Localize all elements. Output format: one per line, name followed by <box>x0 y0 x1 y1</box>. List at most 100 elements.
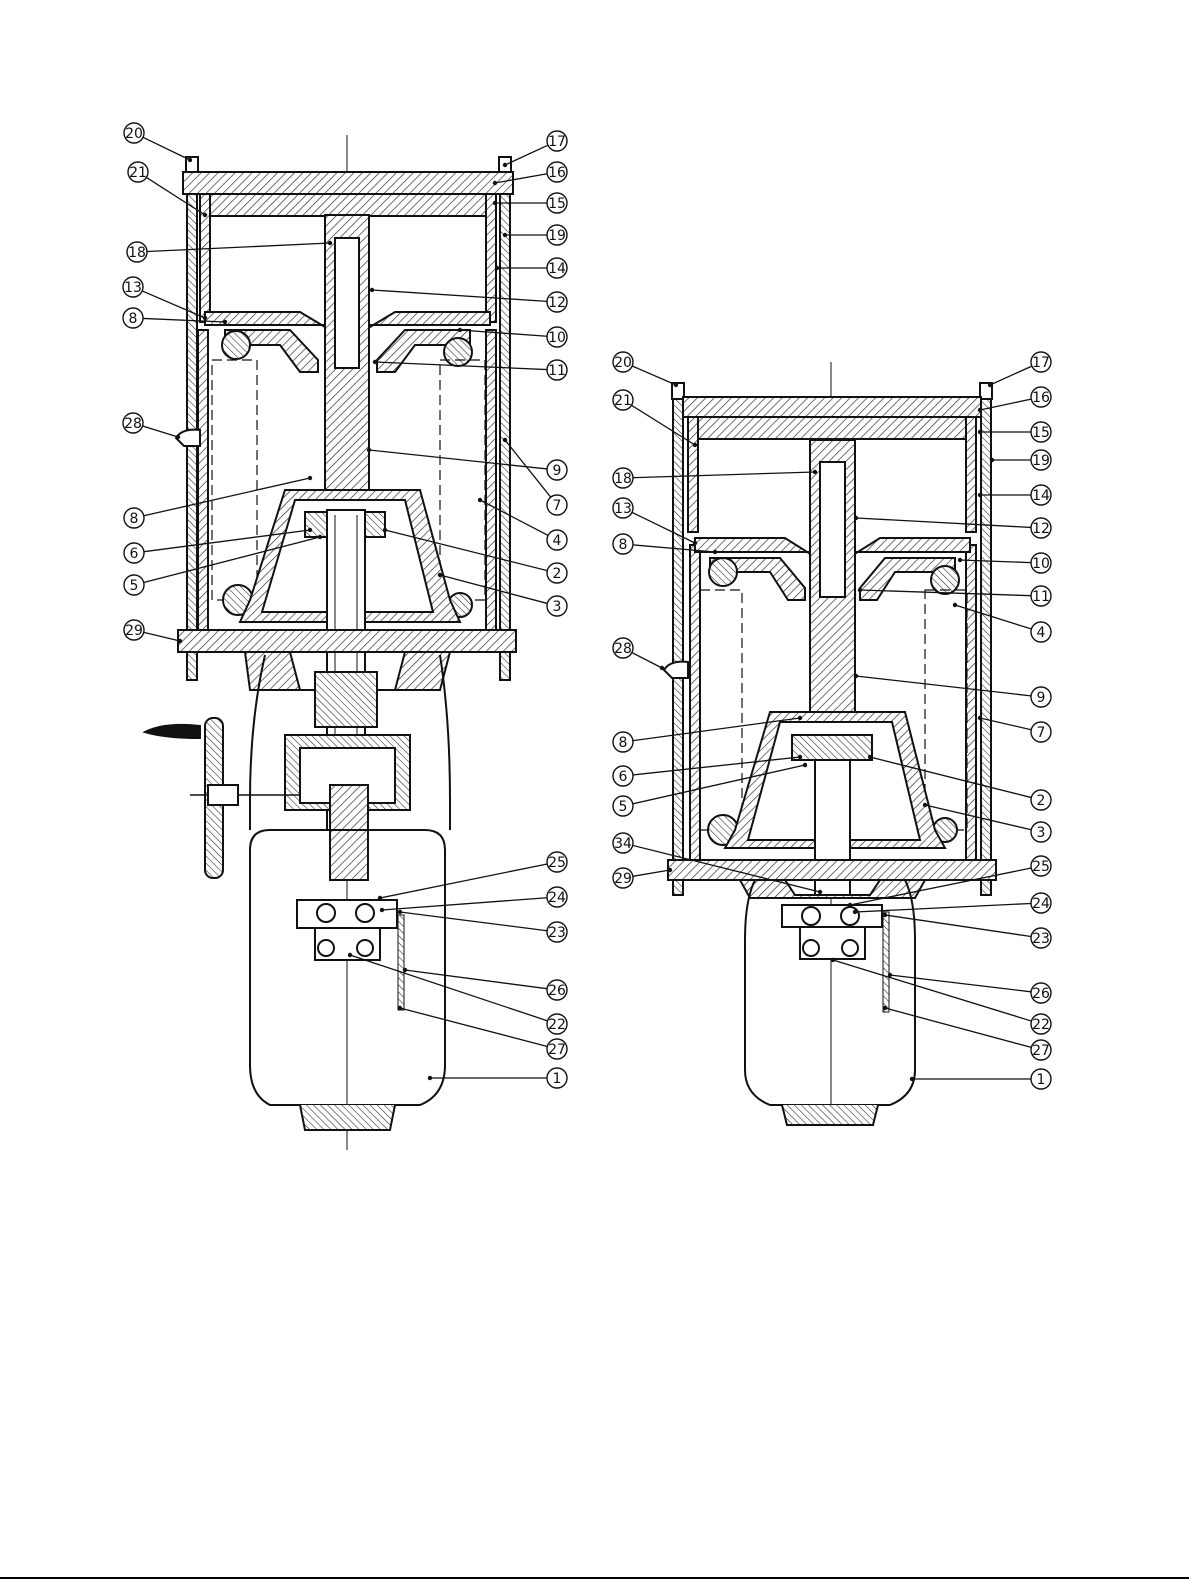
leader-arrowhead <box>223 320 227 324</box>
balloon-label: 28 <box>614 641 632 657</box>
leader-line <box>372 290 547 301</box>
balloon-label: 21 <box>614 393 632 409</box>
leader-arrowhead <box>693 541 697 545</box>
leader-arrowhead <box>493 201 497 205</box>
balloon-label: 18 <box>128 245 146 261</box>
leader-arrowhead <box>373 360 377 364</box>
balloon-label: 10 <box>548 330 566 346</box>
leader-arrowhead <box>953 603 957 607</box>
leader-line <box>144 632 180 641</box>
leader-line <box>382 898 547 910</box>
callout-balloon: 27 <box>883 1006 1051 1060</box>
balloon-label: 14 <box>1032 488 1050 504</box>
balloon-label: 16 <box>1032 390 1050 406</box>
leader-line <box>400 912 547 931</box>
leader-arrowhead <box>367 448 371 452</box>
balloon-label: 14 <box>548 261 566 277</box>
balloon-label: 6 <box>619 769 628 785</box>
leader-arrowhead <box>203 213 207 217</box>
leader-arrowhead <box>693 443 697 447</box>
balloon-label: 19 <box>1032 453 1050 469</box>
leader-arrowhead <box>503 163 507 167</box>
leader-arrowhead <box>923 803 927 807</box>
balloon-label: 24 <box>548 890 566 906</box>
callout-balloon: 20 <box>124 123 192 162</box>
leader-arrowhead <box>978 408 982 412</box>
balloon-label: 17 <box>548 134 566 150</box>
balloon-label: 15 <box>548 196 566 212</box>
leader-arrowhead <box>978 493 982 497</box>
balloon-label: 22 <box>548 1017 566 1033</box>
balloon-label: 8 <box>619 537 628 553</box>
leader-line <box>143 426 178 437</box>
leader-arrowhead <box>854 516 858 520</box>
leader-arrowhead <box>380 908 384 912</box>
leader-arrowhead <box>503 438 507 442</box>
balloon-label: 1 <box>1037 1072 1046 1088</box>
leader-arrowhead <box>308 476 312 480</box>
leader-line <box>632 653 662 668</box>
balloon-label: 18 <box>614 471 632 487</box>
callout-balloon: 28 <box>123 413 180 439</box>
leader-arrowhead <box>403 968 407 972</box>
balloon-label: 15 <box>1032 425 1050 441</box>
callout-balloon: 10 <box>458 327 567 347</box>
leader-line <box>856 676 1031 696</box>
balloon-label: 4 <box>1037 625 1046 641</box>
leader-arrowhead <box>328 241 332 245</box>
leader-line <box>405 970 547 989</box>
leader-arrowhead <box>178 639 182 643</box>
leader-arrowhead <box>813 470 817 474</box>
leader-arrowhead <box>803 763 807 767</box>
leader-arrowhead <box>398 910 402 914</box>
leader-line <box>147 243 330 252</box>
leader-arrowhead <box>428 1076 432 1080</box>
leader-arrowhead <box>660 666 664 670</box>
leader-arrowhead <box>458 328 462 332</box>
leader-arrowhead <box>978 716 982 720</box>
balloon-label: 28 <box>124 416 142 432</box>
leader-line <box>632 366 676 385</box>
leader-arrowhead <box>495 266 499 270</box>
leader-arrowhead <box>318 535 322 539</box>
leader-arrowhead <box>854 674 858 678</box>
balloon-label: 27 <box>1032 1043 1050 1059</box>
callout-balloon: 18 <box>127 241 332 262</box>
balloon-label: 8 <box>130 511 139 527</box>
balloon-label: 20 <box>125 126 143 142</box>
balloon-label: 17 <box>1032 355 1050 371</box>
callout-balloon: 1 <box>428 1068 567 1088</box>
leader-arrowhead <box>674 383 678 387</box>
leader-arrowhead <box>798 716 802 720</box>
balloon-label: 13 <box>614 501 632 517</box>
balloon-label: 22 <box>1032 1017 1050 1033</box>
page-bottom-rule <box>0 1577 1189 1579</box>
balloon-label: 20 <box>614 355 632 371</box>
balloon-label: 7 <box>1037 725 1046 741</box>
callout-balloon: 9 <box>367 448 567 480</box>
leader-arrowhead <box>438 573 442 577</box>
callout-balloon: 24 <box>380 887 567 912</box>
leader-arrowhead <box>478 498 482 502</box>
left-actuator-drawing <box>145 135 516 1150</box>
leader-line <box>856 518 1031 527</box>
leader-arrowhead <box>883 1006 887 1010</box>
leader-arrowhead <box>188 158 192 162</box>
leader-arrowhead <box>370 288 374 292</box>
balloon-label: 7 <box>553 498 562 514</box>
balloon-label: 10 <box>1032 556 1050 572</box>
leader-line <box>143 137 190 160</box>
leader-arrowhead <box>853 910 857 914</box>
balloon-label: 25 <box>1032 859 1050 875</box>
balloon-label: 1 <box>553 1071 562 1087</box>
balloon-label: 8 <box>619 735 628 751</box>
balloon-label: 19 <box>548 228 566 244</box>
balloon-label: 26 <box>1032 986 1050 1002</box>
balloon-label: 29 <box>614 871 632 887</box>
leader-arrowhead <box>848 903 852 907</box>
leader-arrowhead <box>348 953 352 957</box>
leader-line <box>505 145 548 165</box>
callout-balloon: 26 <box>403 968 567 1000</box>
leader-arrowhead <box>203 316 207 320</box>
callout-balloon: 19 <box>503 225 567 245</box>
